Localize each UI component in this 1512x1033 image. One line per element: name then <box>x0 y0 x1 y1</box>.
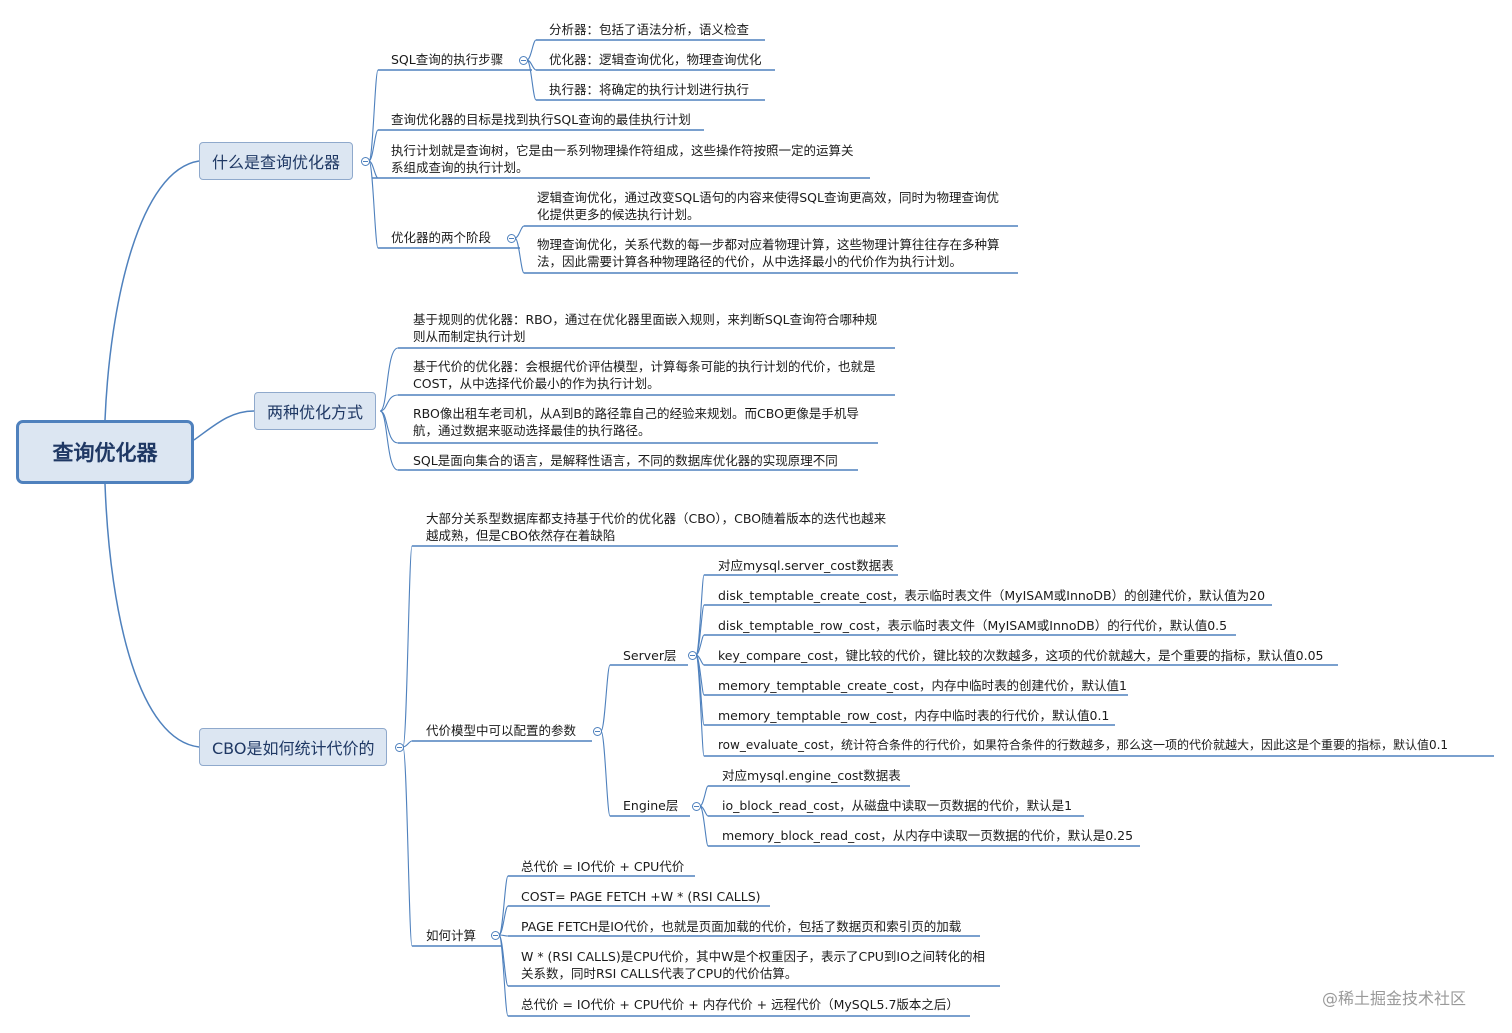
leaf-execution-plan[interactable]: 执行计划就是查询树，它是由一系列物理操作符组成，这些操作符按照一定的运算关系组成… <box>391 143 854 175</box>
branch-connector <box>699 785 709 807</box>
leaf-server-cost-table[interactable]: 对应mysql.server_cost数据表 <box>718 558 894 573</box>
branch-connector <box>514 237 525 274</box>
leaf-rbo[interactable]: 基于规则的优化器：RBO，通过在优化器里面嵌入规则，来判断SQL查询符合哪种规则… <box>413 312 878 344</box>
leaf-optimizer[interactable]: 优化器：逻辑查询优化，物理查询优化 <box>549 52 762 67</box>
leaf-logical-optimization[interactable]: 逻辑查询优化，通过改变SQL语句的内容来使得SQL查询更高效，同时为物理查询优化… <box>537 190 999 222</box>
leaf-executor[interactable]: 执行器：将确定的执行计划进行执行 <box>549 82 750 97</box>
leaf-total-cost-57[interactable]: 总代价 = IO代价 + CPU代价 + 内存代价 + 远程代价（MySQL5.… <box>521 997 959 1012</box>
leaf-total-cost-formula[interactable]: 总代价 = IO代价 + CPU代价 <box>521 859 685 874</box>
collapse-toggle-icon[interactable] <box>491 931 500 940</box>
root-connector <box>104 483 200 748</box>
branch-connector <box>498 934 509 937</box>
collapse-toggle-icon[interactable] <box>507 234 516 243</box>
subtopic-two-stages[interactable]: 优化器的两个阶段 <box>391 230 492 245</box>
watermark: @稀土掘金技术社区 <box>1322 989 1467 1008</box>
branch-connector <box>600 730 611 817</box>
branch-connector <box>498 934 509 987</box>
collapse-toggle-icon[interactable] <box>519 56 528 65</box>
branch-connector <box>695 654 705 757</box>
leaf-cpu-cost[interactable]: W * (RSI CALLS)是CPU代价，其中W是个权重因子，表示了CPU到I… <box>521 949 985 981</box>
leaf-disk-temptable-create-cost[interactable]: disk_temptable_create_cost，表示临时表文件（MyISA… <box>718 588 1266 603</box>
leaf-cbo[interactable]: 基于代价的优化器：会根据代价评估模型，计算每条可能的执行计划的代价，也就是COS… <box>413 359 876 391</box>
branch-connector <box>498 934 509 1017</box>
leaf-cbo-intro[interactable]: 大部分关系型数据库都支持基于代价的优化器（CBO），CBO随着版本的迭代也越来越… <box>426 511 887 543</box>
branch-connector <box>379 394 399 412</box>
topic-two-optimization-methods[interactable]: 两种优化方式 <box>254 392 377 430</box>
topic-what-is-optimizer[interactable]: 什么是查询优化器 <box>199 142 354 180</box>
leaf-disk-temptable-row-cost[interactable]: disk_temptable_row_cost，表示临时表文件（MyISAM或I… <box>718 618 1228 633</box>
leaf-memory-temptable-row-cost[interactable]: memory_temptable_row_cost，内存中临时表的行代价，默认值… <box>718 708 1110 723</box>
leaf-page-fetch[interactable]: PAGE FETCH是IO代价，也就是页面加载的代价，包括了数据页和索引页的加载 <box>521 919 962 934</box>
branch-connector <box>526 39 537 61</box>
leaf-io-block-read-cost[interactable]: io_block_read_cost，从磁盘中读取一页数据的代价，默认是1 <box>722 798 1073 813</box>
root-topic[interactable]: 查询优化器 <box>16 420 194 484</box>
collapse-toggle-icon[interactable] <box>692 802 701 811</box>
collapse-toggle-icon[interactable] <box>688 651 697 660</box>
leaf-optimizer-goal[interactable]: 查询优化器的目标是找到执行SQL查询的最佳执行计划 <box>391 112 691 127</box>
leaf-rbo-vs-cbo[interactable]: RBO像出租车老司机，从A到B的路径靠自己的经验来规划。而CBO更像是手机导航，… <box>413 406 859 438</box>
topic-cbo-cost-statistics[interactable]: CBO是如何统计代价的 <box>199 728 388 766</box>
leaf-row-evaluate-cost[interactable]: row_evaluate_cost，统计符合条件的行代价，如果符合条件的行数越多… <box>718 738 1449 752</box>
subtopic-server-layer[interactable]: Server层 <box>623 648 677 663</box>
branch-connector <box>695 574 705 656</box>
branch-connector <box>498 875 509 936</box>
subtopic-how-to-calculate[interactable]: 如何计算 <box>426 928 477 943</box>
branch-connector <box>699 805 709 847</box>
branch-connector <box>526 59 537 101</box>
subtopic-engine-layer[interactable]: Engine层 <box>623 798 679 813</box>
branch-connector <box>600 664 611 732</box>
leaf-memory-block-read-cost[interactable]: memory_block_read_cost，从内存中读取一页数据的代价，默认是… <box>722 828 1134 843</box>
subtopic-sql-execution-steps[interactable]: SQL查询的执行步骤 <box>391 52 504 67</box>
branch-connector <box>402 545 413 748</box>
leaf-physical-optimization[interactable]: 物理查询优化，关系代数的每一步都对应着物理计算，这些物理计算往往存在多种算法，因… <box>537 237 1000 269</box>
collapse-toggle-icon[interactable] <box>395 743 404 752</box>
branch-connector <box>514 225 525 239</box>
root-connector <box>193 410 255 441</box>
leaf-engine-cost-table[interactable]: 对应mysql.engine_cost数据表 <box>722 768 901 783</box>
leaf-analyzer[interactable]: 分析器：包括了语法分析，语义检查 <box>549 22 750 37</box>
leaf-sql-language[interactable]: SQL是面向集合的语言，是解释性语言，不同的数据库优化器的实现原理不同 <box>413 453 838 468</box>
root-connector <box>104 160 200 421</box>
collapse-toggle-icon[interactable] <box>593 727 602 736</box>
branch-connector <box>379 347 399 412</box>
branch-connector <box>368 69 379 162</box>
branch-connector <box>368 160 379 249</box>
branch-connector <box>402 746 413 947</box>
leaf-cost-formula[interactable]: COST= PAGE FETCH +W * (RSI CALLS) <box>521 889 761 904</box>
subtopic-config-params[interactable]: 代价模型中可以配置的参数 <box>426 723 577 738</box>
collapse-toggle-icon[interactable] <box>361 157 370 166</box>
branch-connector <box>379 410 399 471</box>
leaf-memory-temptable-create-cost[interactable]: memory_temptable_create_cost，内存中临时表的创建代价… <box>718 678 1127 693</box>
leaf-key-compare-cost[interactable]: key_compare_cost，键比较的代价，键比较的次数越多，这项的代价就越… <box>718 648 1324 663</box>
